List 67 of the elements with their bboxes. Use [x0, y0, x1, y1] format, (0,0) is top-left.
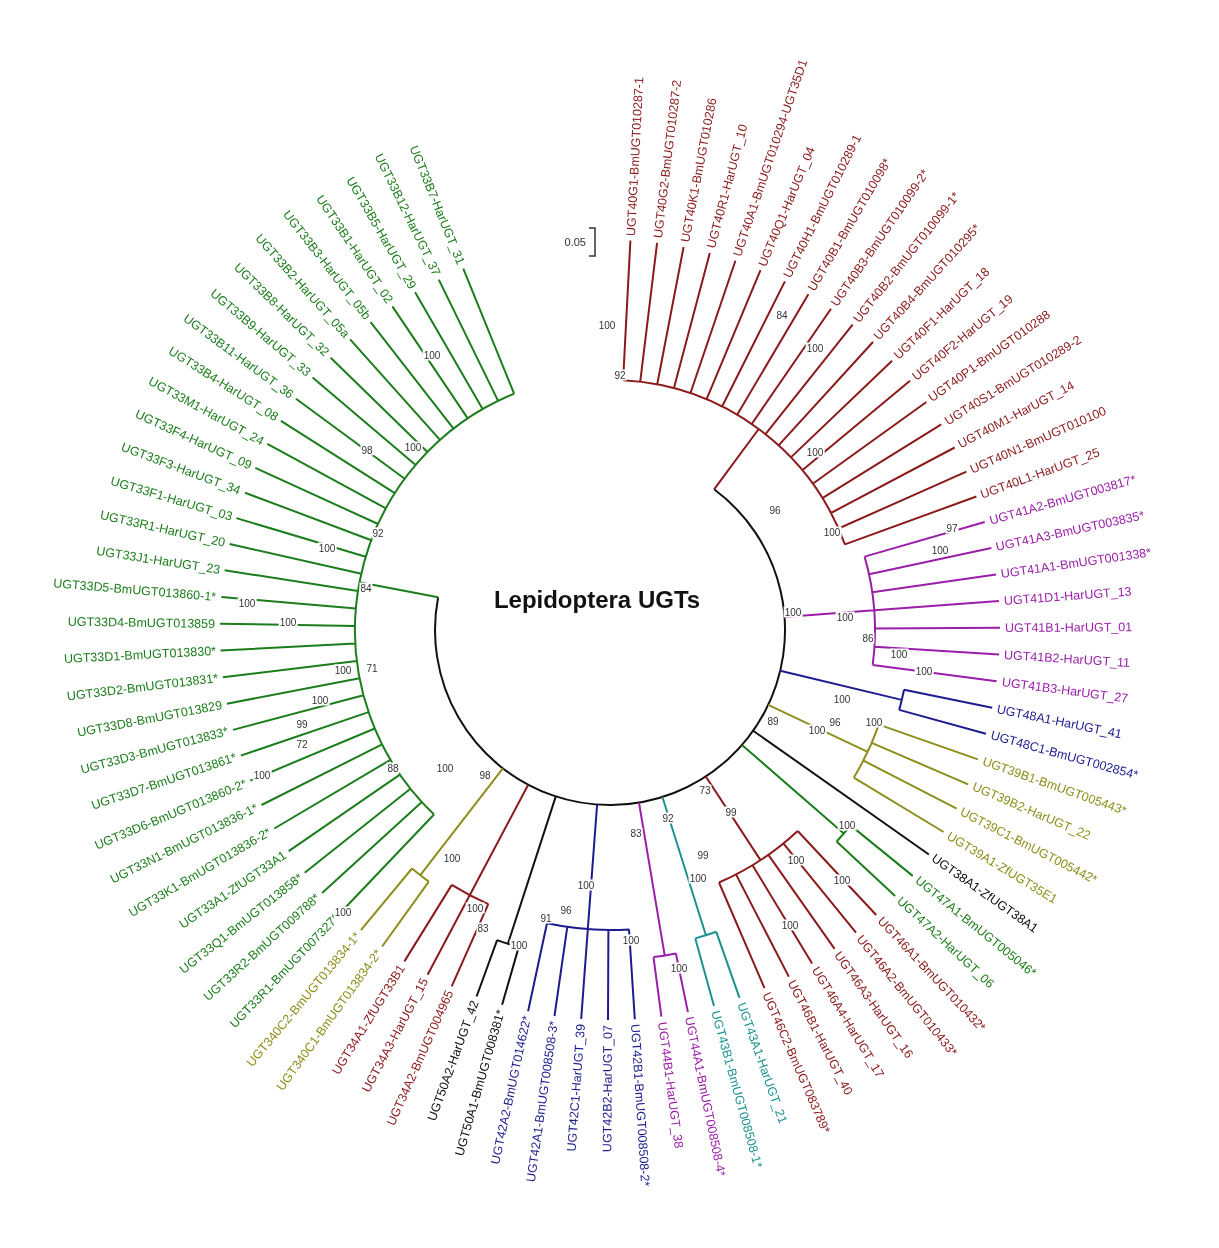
- bootstrap-value: 100: [465, 902, 485, 914]
- bootstrap-value: 83: [476, 922, 490, 934]
- bootstrap-value: 100: [317, 542, 337, 554]
- bootstrap-value: 100: [805, 446, 825, 458]
- bootstrap-value: 98: [360, 444, 374, 456]
- bootstrap-value: 84: [775, 309, 789, 321]
- bootstrap-value: 100: [832, 693, 852, 705]
- bootstrap-value: 92: [661, 812, 675, 824]
- bootstrap-value: 100: [914, 665, 934, 677]
- bootstrap-value: 100: [864, 716, 884, 728]
- bootstrap-value: 100: [442, 852, 462, 864]
- bootstrap-value: 100: [597, 319, 617, 331]
- bootstrap-value: 100: [688, 872, 708, 884]
- bootstrap-value: 100: [333, 664, 353, 676]
- bootstrap-value: 100: [435, 762, 455, 774]
- gene-label: UGT42C1-HarUGT_39: [563, 1023, 589, 1152]
- gene-label: UGT42B1-BmUGT008508-2*: [627, 1023, 654, 1187]
- bootstrap-value: 100: [780, 919, 800, 931]
- bootstrap-value: 99: [724, 806, 738, 818]
- gene-label: UGT40G1-BmUGT010287-1: [622, 76, 647, 236]
- bootstrap-value: 100: [837, 819, 857, 831]
- bootstrap-value: 100: [783, 606, 803, 618]
- bootstrap-value: 100: [822, 526, 842, 538]
- gene-label: UGT42B2-HarUGT_07: [599, 1024, 616, 1153]
- bootstrap-value: 89: [766, 715, 780, 727]
- bootstrap-value: 86: [861, 632, 875, 644]
- bootstrap-value: 100: [237, 597, 257, 609]
- bootstrap-value: 100: [669, 962, 689, 974]
- bootstrap-value: 71: [365, 662, 379, 674]
- bootstrap-value: 96: [768, 504, 782, 516]
- bootstrap-value: 88: [386, 762, 400, 774]
- bootstrap-value: 100: [403, 441, 423, 453]
- bootstrap-value: 100: [278, 616, 298, 628]
- bootstrap-value: 96: [828, 716, 842, 728]
- bootstrap-value: 100: [333, 906, 353, 918]
- bootstrap-value: 100: [889, 648, 909, 660]
- bootstrap-value: 100: [509, 939, 529, 951]
- bootstrap-value: 92: [613, 369, 627, 381]
- bootstrap-value: 91: [539, 912, 553, 924]
- gene-label: UGT33D4-BmUGT013859: [67, 613, 216, 632]
- bootstrap-value: 92: [371, 527, 385, 539]
- gene-label: UGT41B2-HarUGT_11: [1003, 646, 1131, 671]
- bootstrap-value: 100: [832, 874, 852, 886]
- scale-value: 0.05: [564, 236, 586, 248]
- diagram-title: Lepidoptera UGTs: [493, 586, 701, 614]
- bootstrap-value: 100: [805, 342, 825, 354]
- bootstrap-value: 100: [621, 934, 641, 946]
- bootstrap-value: 96: [559, 904, 573, 916]
- bootstrap-value: 99: [295, 718, 309, 730]
- gene-label: UGT41D1-HarUGT_13: [1003, 583, 1132, 609]
- bootstrap-value: 97: [945, 522, 959, 534]
- bootstrap-value: 72: [295, 738, 309, 750]
- bootstrap-value: 100: [576, 879, 596, 891]
- bootstrap-value: 100: [786, 854, 806, 866]
- gene-label: UGT41B1-HarUGT_01: [1004, 619, 1133, 636]
- bootstrap-value: 84: [359, 582, 373, 594]
- bootstrap-value: 100: [310, 694, 330, 706]
- bootstrap-value: 98: [478, 769, 492, 781]
- gene-label: UGT33D1-BmUGT013830*: [63, 642, 216, 667]
- bootstrap-value: 100: [807, 724, 827, 736]
- bootstrap-value: 100: [835, 611, 855, 623]
- bootstrap-value: 100: [930, 544, 950, 556]
- bootstrap-value: 73: [698, 784, 712, 796]
- bootstrap-value: 83: [629, 827, 643, 839]
- bootstrap-value: 100: [422, 349, 442, 361]
- bootstrap-value: 100: [252, 769, 272, 781]
- bootstrap-value: 99: [696, 849, 710, 861]
